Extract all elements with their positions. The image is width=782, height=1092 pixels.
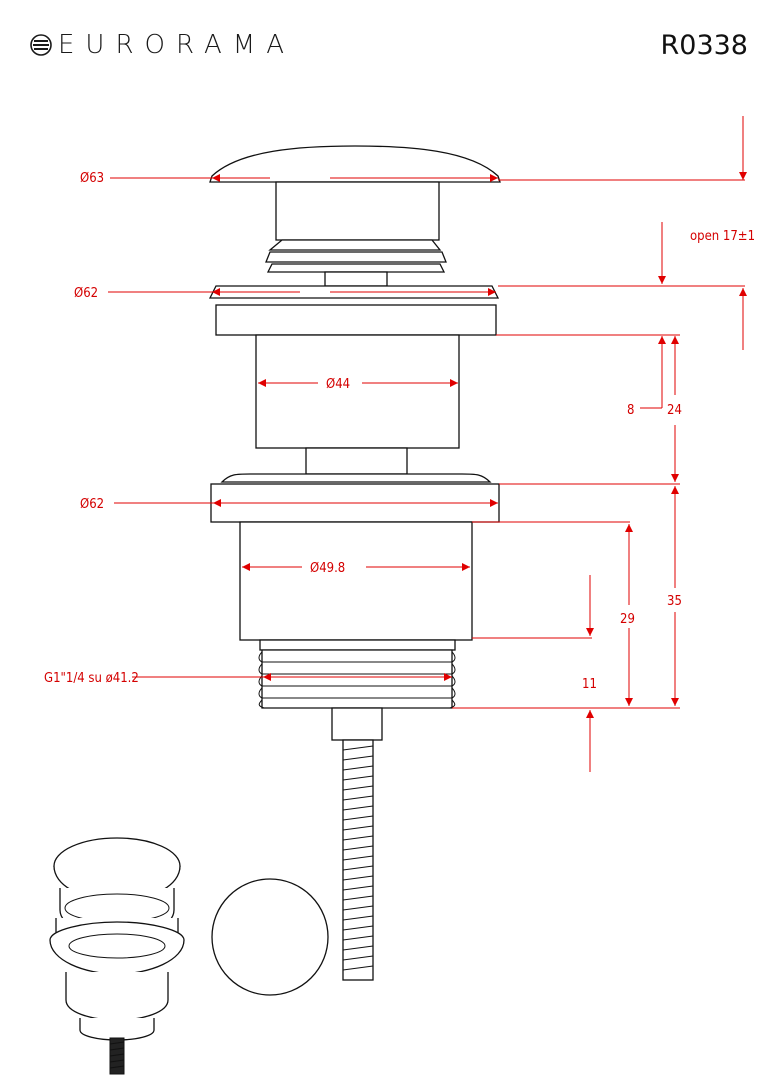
cap-stem	[275, 181, 440, 241]
spring-ring	[266, 263, 446, 273]
collar-height-label: 8	[627, 403, 634, 418]
stem-neck	[305, 447, 408, 475]
brand-mark-icon	[30, 34, 52, 56]
body-height-label: 29	[620, 612, 635, 627]
thread	[258, 649, 456, 709]
dim-thread-height: 11	[582, 575, 597, 772]
dim-collar-height: 8	[627, 336, 666, 418]
spring-core	[324, 271, 388, 287]
thread-height-label: 11	[582, 677, 597, 692]
threaded-rod	[342, 739, 374, 981]
thread-label: G1"1/4 su ø41.2	[44, 671, 139, 686]
body	[239, 521, 473, 641]
dim-body-diameter: Ø49.8	[242, 561, 470, 576]
stem-diameter-label: Ø44	[326, 377, 350, 392]
spring-ring	[268, 239, 442, 251]
dim-overall-height: 35	[667, 486, 682, 706]
dim-thread: G1"1/4 su ø41.2	[44, 671, 452, 686]
flange-diameter-label: Ø62	[80, 497, 104, 512]
collar-block	[215, 304, 497, 336]
cap-dome	[209, 145, 501, 183]
body-diameter-label: Ø49.8	[310, 561, 345, 576]
dim-stem-diameter: Ø44	[258, 377, 458, 392]
extension-lines	[452, 179, 745, 709]
dim-collar-diameter: Ø62	[74, 286, 496, 301]
collar-diameter-label: Ø62	[74, 286, 98, 301]
stem-height-label: 24	[667, 403, 682, 418]
dim-open-stroke: open 17±1	[658, 116, 755, 350]
flange-dome	[220, 473, 492, 483]
cap-diameter-label: Ø63	[80, 171, 104, 186]
top-view-circle	[211, 878, 329, 996]
dim-body-height: 29	[620, 524, 635, 706]
brand-logo: EURORAMA	[30, 30, 295, 60]
dim-stem-height: 24	[667, 336, 682, 482]
page-header: EURORAMA R0338	[0, 0, 782, 90]
product-code: R0338	[660, 30, 748, 61]
perspective-view	[49, 837, 185, 1075]
stem-tube	[255, 334, 460, 449]
spring-ring	[265, 251, 447, 263]
thread-band	[259, 639, 456, 651]
overall-height-label: 35	[667, 594, 682, 609]
bottom-nut	[331, 707, 383, 741]
open-stroke-label: open 17±1	[690, 229, 755, 244]
brand-name: EURORAMA	[58, 30, 296, 60]
dim-cap-diameter: Ø63	[80, 171, 498, 186]
dim-flange-diameter: Ø62	[80, 497, 498, 512]
waste-valve-drawing	[208, 145, 501, 981]
